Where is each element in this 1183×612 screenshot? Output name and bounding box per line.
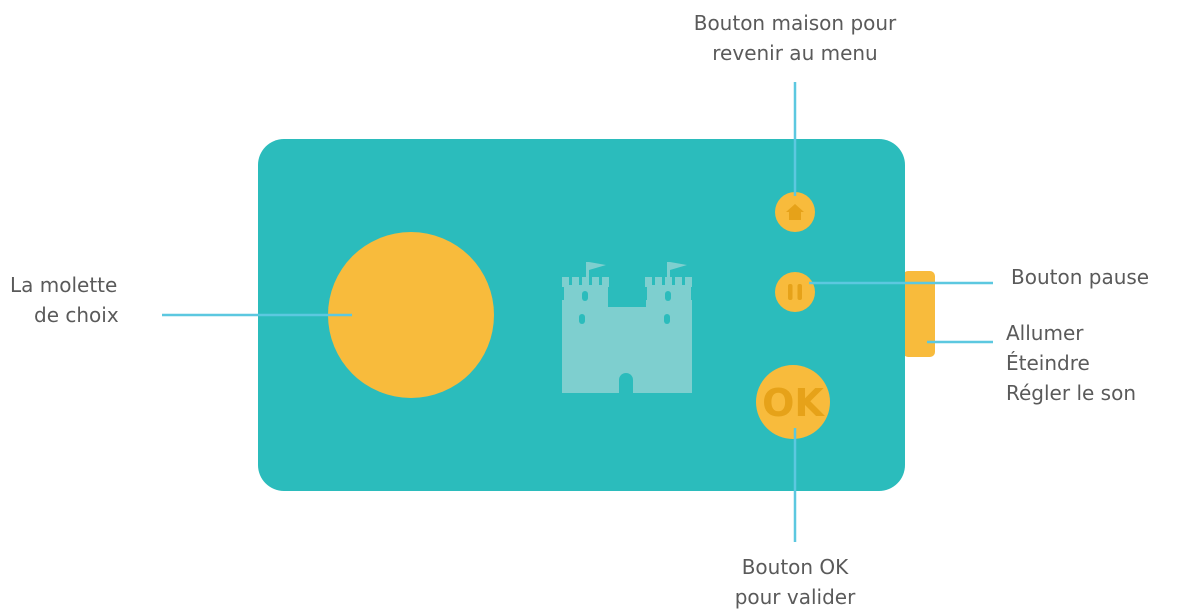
label-line: pour valider bbox=[734, 585, 856, 609]
choice-dial[interactable] bbox=[328, 232, 494, 398]
pause-button[interactable] bbox=[775, 272, 815, 312]
label-line: Bouton OK bbox=[741, 555, 849, 579]
label-line: Bouton maison pour bbox=[693, 11, 897, 35]
home-button[interactable] bbox=[775, 192, 815, 232]
label-line: revenir au menu bbox=[712, 41, 878, 65]
pause-icon bbox=[788, 284, 802, 300]
label-line: Bouton pause bbox=[1011, 265, 1150, 289]
ok-button-text: OK bbox=[762, 381, 825, 425]
label-line: La molette bbox=[10, 273, 118, 297]
side-power-button[interactable] bbox=[903, 271, 935, 357]
leader-lines bbox=[162, 82, 993, 542]
label-line: de choix bbox=[34, 303, 119, 327]
label-side-power-button: Allumer Éteindre Régler le son bbox=[1006, 318, 1136, 408]
label-line: Régler le son bbox=[1006, 381, 1136, 405]
label-ok-button: Bouton OK pour valider bbox=[645, 552, 945, 612]
home-icon bbox=[786, 204, 804, 220]
label-line: Allumer bbox=[1006, 321, 1084, 345]
ok-button[interactable]: OK bbox=[756, 365, 830, 439]
label-choice-dial: La molette de choix bbox=[10, 270, 119, 330]
label-line: Éteindre bbox=[1006, 351, 1090, 375]
castle-openings bbox=[579, 291, 671, 393]
label-pause-button: Bouton pause bbox=[1011, 262, 1149, 292]
label-home-button: Bouton maison pour revenir au menu bbox=[645, 8, 945, 68]
